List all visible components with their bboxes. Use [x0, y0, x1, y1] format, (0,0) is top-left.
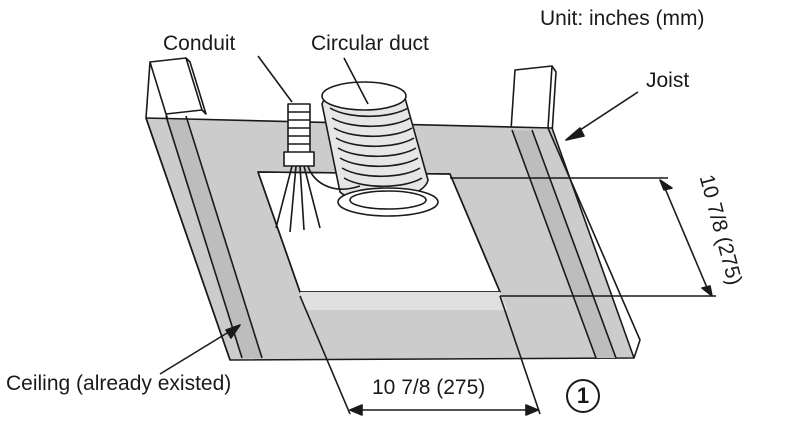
horizontal-dimension [299, 295, 541, 416]
ceiling-arrow [159, 324, 241, 375]
left-joist [145, 57, 207, 127]
left-joist-face [166, 120, 262, 358]
conduit [275, 103, 361, 233]
horizontal-dimension-label: 10 7/8 (275) [372, 376, 486, 399]
ceiling-label: Ceiling (already existed) [6, 372, 232, 395]
duct-leader [343, 57, 369, 105]
circular-duct-label: Circular duct [311, 32, 429, 55]
right-joist-face [512, 130, 616, 358]
joist-arrow [565, 91, 639, 141]
circular-duct [321, 81, 439, 217]
right-joist [510, 65, 557, 135]
conduit-label: Conduit [163, 32, 236, 55]
callout-marker-1: 1 [566, 379, 600, 413]
vertical-dimension [450, 177, 716, 297]
unit-label: Unit: inches (mm) [540, 7, 705, 30]
conduit-leader [257, 55, 293, 103]
joist-label: Joist [646, 69, 690, 92]
